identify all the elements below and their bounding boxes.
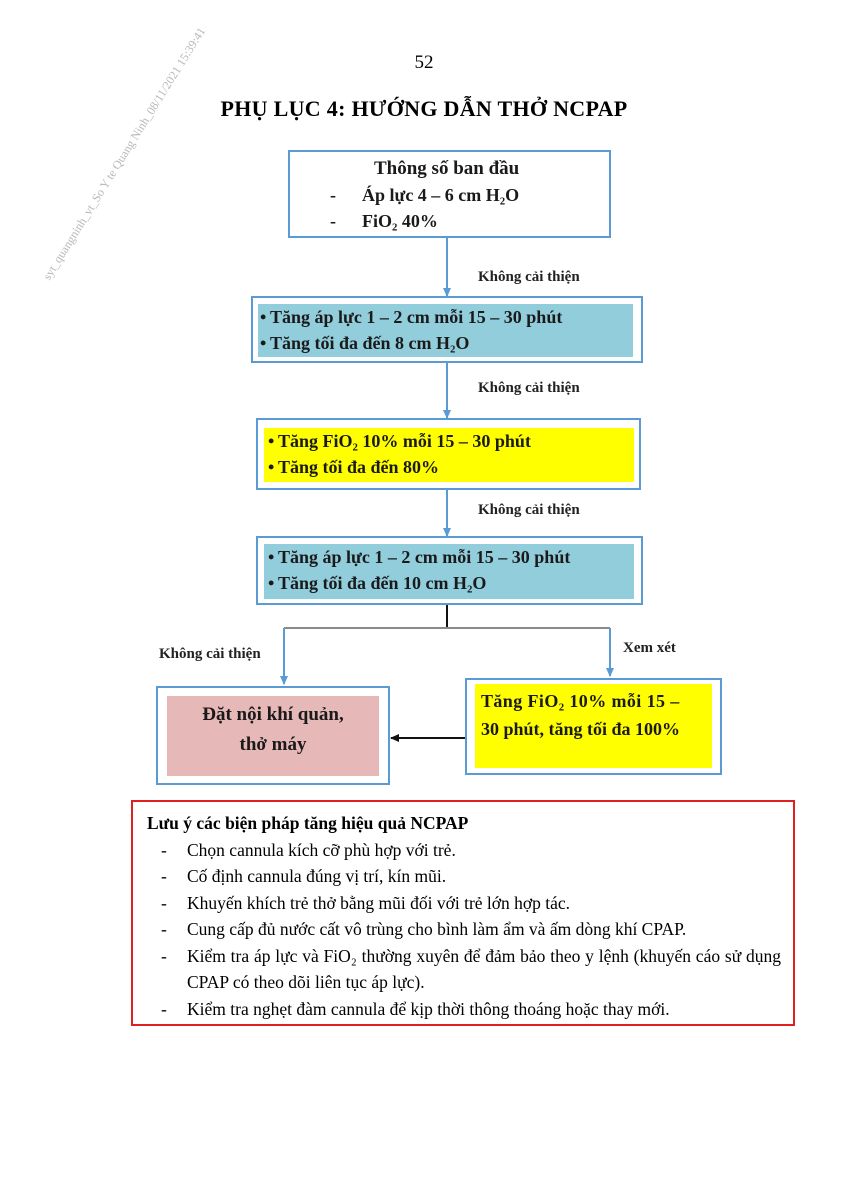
page-number: 52 [414, 52, 434, 73]
step-increase-fio2-80-content: •Tăng FiO₂ 10% mỗi 15 – 30 phút •Tăng tố… [264, 428, 634, 482]
list-item: -Chọn cannula kích cỡ phù hợp với trẻ. [161, 839, 456, 860]
step-increase-pressure-8-box: •Tăng áp lực 1 – 2 cm mỗi 15 – 30 phút •… [251, 296, 643, 363]
label-no-improvement: Không cải thiện [478, 269, 580, 285]
fio2-max-100-box: Tăng FiO₂ 10% mỗi 15 – 30 phút, tăng tối… [465, 678, 722, 775]
step-increase-pressure-10-box: •Tăng áp lực 1 – 2 cm mỗi 15 – 30 phút •… [256, 536, 643, 605]
initial-item: -FiO₂ 40% [330, 211, 438, 231]
step-increase-pressure-10-content: •Tăng áp lực 1 – 2 cm mỗi 15 – 30 phút •… [264, 544, 634, 599]
label-consider: Xem xét [623, 640, 676, 656]
notes-title: Lưu ý các biện pháp tăng hiệu quả NCPAP [147, 813, 469, 833]
step-increase-fio2-80-box: •Tăng FiO₂ 10% mỗi 15 – 30 phút •Tăng tố… [256, 418, 641, 490]
intubate-ventilate-box: Đặt nội khí quản, thở máy [156, 686, 390, 785]
initial-parameters-content: Thông số ban đầu -Áp lực 4 – 6 cm H₂O -F… [330, 156, 519, 234]
initial-parameters-box: Thông số ban đầu -Áp lực 4 – 6 cm H₂O -F… [288, 150, 611, 238]
list-item: -Kiểm tra nghẹt đàm cannula để kịp thời … [161, 998, 670, 1019]
initial-heading: Thông số ban đầu [374, 158, 520, 179]
intubate-ventilate-content: Đặt nội khí quản, thở máy [167, 696, 379, 776]
step-increase-pressure-8-content: •Tăng áp lực 1 – 2 cm mỗi 15 – 30 phút •… [258, 304, 633, 357]
list-item: -Kiểm tra áp lực và FiO₂ thường xuyên để… [161, 945, 781, 993]
label-no-improvement: Không cải thiện [478, 380, 580, 396]
list-item: -Cung cấp đủ nước cất vô trùng cho bình … [161, 919, 687, 939]
list-item: -Cố định cannula đúng vị trí, kín mũi. [161, 866, 447, 886]
list-item: -Khuyến khích trẻ thở bằng mũi đối với t… [161, 892, 571, 913]
label-no-improvement: Không cải thiện [478, 502, 580, 518]
fio2-max-100-content: Tăng FiO₂ 10% mỗi 15 – 30 phút, tăng tối… [475, 684, 712, 768]
ncpap-notes-box: Lưu ý các biện pháp tăng hiệu quả NCPAP … [131, 800, 795, 1026]
label-no-improvement: Không cải thiện [159, 646, 261, 662]
page-title: PHỤ LỤC 4: HƯỚNG DẪN THỞ NCPAP [220, 96, 628, 121]
initial-item: -Áp lực 4 – 6 cm H₂O [330, 185, 520, 205]
